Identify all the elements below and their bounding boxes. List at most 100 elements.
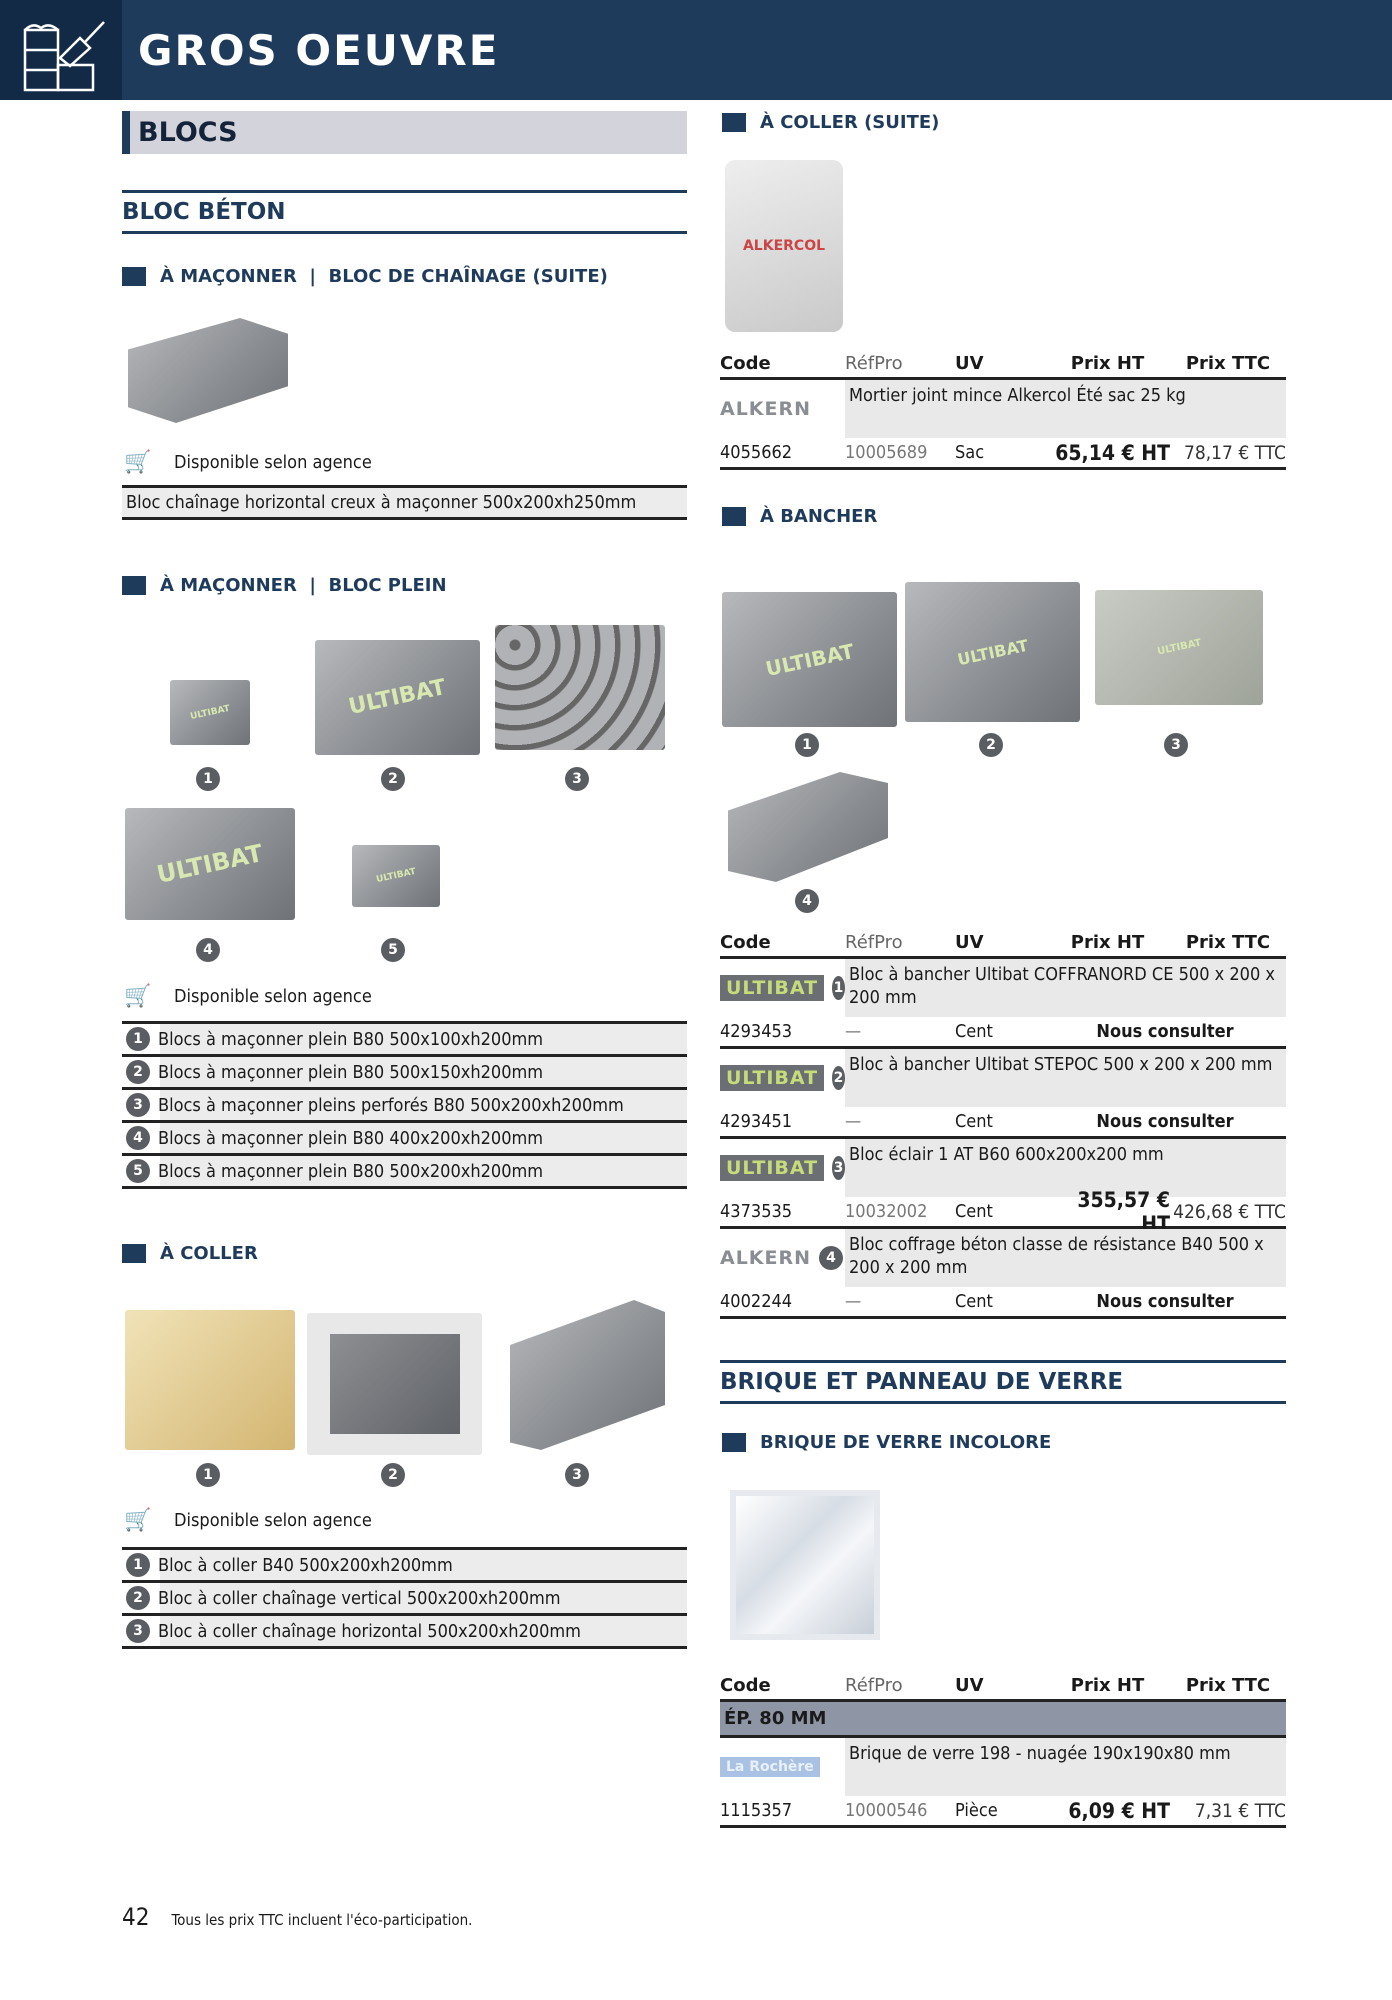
brand-logo-alkern: ALKERN bbox=[720, 398, 812, 420]
image-badge: 3 bbox=[565, 1463, 589, 1487]
availability: 🛒Disponible selon agence bbox=[124, 1508, 372, 1533]
item-number-badge: 2 bbox=[832, 1066, 845, 1090]
item-label: Bloc à coller B40 500x200xh200mm bbox=[158, 1554, 453, 1576]
brand-logo-ultibat: ULTIBAT bbox=[720, 1065, 825, 1091]
image-badge: 2 bbox=[381, 1463, 405, 1487]
item-label: Bloc chaînage horizontal creux à maçonne… bbox=[126, 492, 637, 513]
availability-label: Disponible selon agence bbox=[174, 986, 372, 1007]
column-header-prix_ttc: Prix TTC bbox=[1185, 1675, 1271, 1696]
product-image-2 bbox=[307, 1313, 482, 1455]
category-heading: À BANCHER bbox=[722, 506, 877, 527]
product-uv: Cent bbox=[955, 1111, 993, 1132]
image-badge: 3 bbox=[565, 767, 589, 791]
category-heading-label: À COLLER (SUITE) bbox=[760, 112, 940, 133]
price-consult: Nous consulter bbox=[1096, 1111, 1234, 1132]
category-heading: À COLLER bbox=[122, 1243, 258, 1264]
product-list: Bloc chaînage horizontal creux à maçonne… bbox=[122, 485, 687, 520]
footer-note: Tous les prix TTC incluent l'éco-partici… bbox=[171, 1911, 473, 1929]
product-uv: Sac bbox=[955, 442, 985, 463]
product-image-bag: ALKERCOL bbox=[725, 160, 843, 332]
product-refpro: 10000546 bbox=[845, 1800, 928, 1821]
product-image-4: ULTIBAT bbox=[125, 808, 295, 920]
column-header-prix_ht: Prix HT bbox=[1070, 353, 1145, 374]
item-number-badge: 3 bbox=[832, 1156, 845, 1180]
cart-icon: 🛒 bbox=[124, 984, 152, 1009]
product-refpro: — bbox=[845, 1111, 862, 1132]
column-header-prix_ht: Prix HT bbox=[1070, 932, 1145, 953]
price-ht: 65,14 € HT bbox=[1055, 440, 1170, 465]
product-image-3 bbox=[495, 625, 665, 750]
category-heading-label: À MAÇONNER | BLOC PLEIN bbox=[160, 575, 447, 596]
column-header-code: Code bbox=[720, 932, 771, 953]
product-image-2: ULTIBAT bbox=[905, 582, 1080, 722]
section-title: BLOCS bbox=[122, 111, 687, 154]
column-header-refpro: RéfPro bbox=[845, 1675, 903, 1696]
page-footer: 42 Tous les prix TTC incluent l'éco-part… bbox=[122, 1903, 472, 1931]
product-description: Bloc à bancher Ultibat STEPOC 500 x 200 … bbox=[845, 1049, 1286, 1107]
brand-logo-ultibat: ULTIBAT bbox=[720, 1155, 825, 1181]
item-label: Blocs à maçonner pleins perforés B80 500… bbox=[158, 1094, 624, 1116]
product-uv: Pièce bbox=[955, 1800, 998, 1821]
product-image-5: ULTIBAT bbox=[352, 845, 440, 907]
product-code: 4293453 bbox=[720, 1021, 793, 1042]
product-image bbox=[128, 318, 288, 423]
category-heading: À MAÇONNER | BLOC PLEIN bbox=[122, 575, 447, 596]
image-badge: 2 bbox=[979, 733, 1003, 757]
page-title: GROS OEUVRE bbox=[138, 26, 500, 75]
product-code: 4002244 bbox=[720, 1291, 793, 1312]
product-code: 4055662 bbox=[720, 442, 793, 463]
brand-logo-alkern: ALKERN bbox=[720, 1247, 812, 1269]
item-number-badge: 1 bbox=[126, 1027, 150, 1051]
product-uv: Cent bbox=[955, 1291, 993, 1312]
list-item[interactable]: Bloc chaînage horizontal creux à maçonne… bbox=[122, 488, 687, 520]
image-badge: 1 bbox=[795, 733, 819, 757]
category-heading-label: À BANCHER bbox=[760, 506, 878, 527]
square-bullet-icon bbox=[722, 113, 746, 132]
brand-logo: ULTIBAT 3 bbox=[720, 1139, 845, 1197]
product-image-2: ULTIBAT bbox=[315, 640, 480, 755]
category-heading: BRIQUE DE VERRE INCOLORE bbox=[722, 1432, 1051, 1453]
column-header-uv: UV bbox=[955, 1675, 984, 1696]
product-image-3 bbox=[510, 1300, 665, 1450]
product-image-glass-brick bbox=[730, 1490, 880, 1640]
product-uv: Cent bbox=[955, 1021, 993, 1042]
price-consult: Nous consulter bbox=[1096, 1021, 1234, 1042]
price-ht: 6,09 € HT bbox=[1068, 1798, 1170, 1823]
column-header-refpro: RéfPro bbox=[845, 353, 903, 374]
page-header bbox=[0, 0, 1392, 100]
cart-icon: 🛒 bbox=[124, 1508, 152, 1533]
product-refpro: 10032002 bbox=[845, 1201, 928, 1222]
item-label: Blocs à maçonner plein B80 500x150xh200m… bbox=[158, 1061, 544, 1083]
item-number-badge: 2 bbox=[126, 1060, 150, 1084]
image-badge: 3 bbox=[1164, 733, 1188, 757]
item-number-badge: 5 bbox=[126, 1159, 150, 1183]
square-bullet-icon bbox=[722, 507, 746, 526]
product-code: 4373535 bbox=[720, 1201, 793, 1222]
list-item[interactable]: 2 Blocs à maçonner plein B80 500x150xh200… bbox=[122, 1057, 687, 1090]
masonry-trowel-icon bbox=[0, 0, 122, 100]
price-ttc: 78,17 € TTC bbox=[1183, 441, 1286, 464]
column-header-refpro: RéfPro bbox=[845, 932, 903, 953]
